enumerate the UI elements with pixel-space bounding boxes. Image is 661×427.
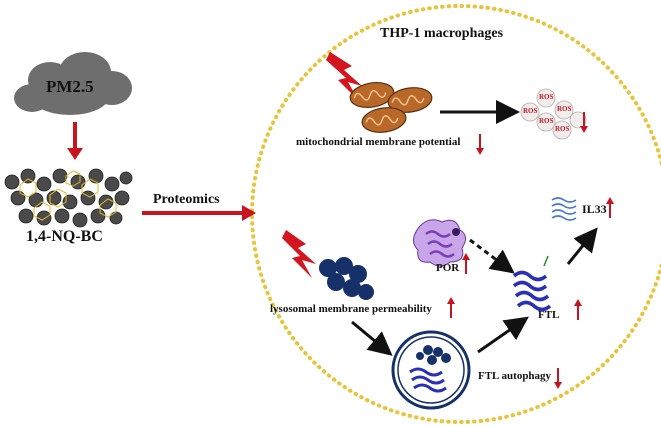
pm25-label: PM2.5: [46, 77, 94, 96]
por-increase-arrow: [462, 253, 470, 274]
ftl-protein-icon: [512, 255, 552, 312]
lyso-to-autophagy-arrow: [351, 320, 393, 356]
lyso-permeability-increase-arrow: [447, 297, 455, 318]
ftl-autophagy-decrease-arrow: [554, 368, 562, 389]
lightning-bolt-icon: [326, 52, 362, 100]
lightning-bolt-icon-2: [282, 230, 316, 278]
mitochondria-icon: [349, 81, 433, 133]
ros-label-4: ROS: [557, 105, 572, 113]
lysosome-cluster-icon: [319, 257, 374, 300]
ros-decrease-arrow: [580, 112, 588, 133]
proteomics-label: Proteomics: [153, 192, 220, 207]
por-to-ftl-dashed-arrow: [469, 238, 515, 274]
por-label: POR: [436, 262, 460, 274]
ros-label-2: ROS: [523, 107, 538, 115]
il33-increase-arrow: [606, 197, 614, 218]
thp1-title: THP-1 macrophages: [380, 26, 504, 41]
ftl-to-il33-arrow: [566, 227, 598, 265]
por-protein-icon: [413, 219, 466, 267]
il33-label: IL33: [582, 202, 607, 216]
mito-potential-decrease-arrow: [476, 134, 484, 155]
il33-gene-icon: [551, 197, 577, 221]
ros-label-3: ROS: [539, 117, 554, 125]
proteomics-arrow: [142, 205, 256, 221]
ftl-autophagy-label: FTL autophagy: [478, 370, 552, 382]
ros-label-1: ROS: [539, 93, 554, 101]
autophagy-to-ftl-arrow: [477, 316, 529, 354]
ftl-increase-arrow: [574, 299, 582, 320]
lyso-permeability-label: lysosomal membrane permeability: [270, 303, 432, 315]
nq-bc-particles-icon: [4, 168, 133, 228]
autophagosome-icon: [391, 330, 471, 410]
ros-bubbles-icon: [520, 88, 587, 140]
mito-potential-label: mitochondrial membrane potential: [296, 136, 461, 148]
macrophage-cell-border: [250, 4, 661, 424]
pm25-cloud-icon: [14, 52, 132, 115]
ftl-label: FTL: [538, 309, 560, 321]
nqbc-label: 1,4-NQ-BC: [26, 228, 103, 245]
red-arrow-down: [67, 122, 83, 160]
ros-label-5: ROS: [555, 125, 570, 133]
